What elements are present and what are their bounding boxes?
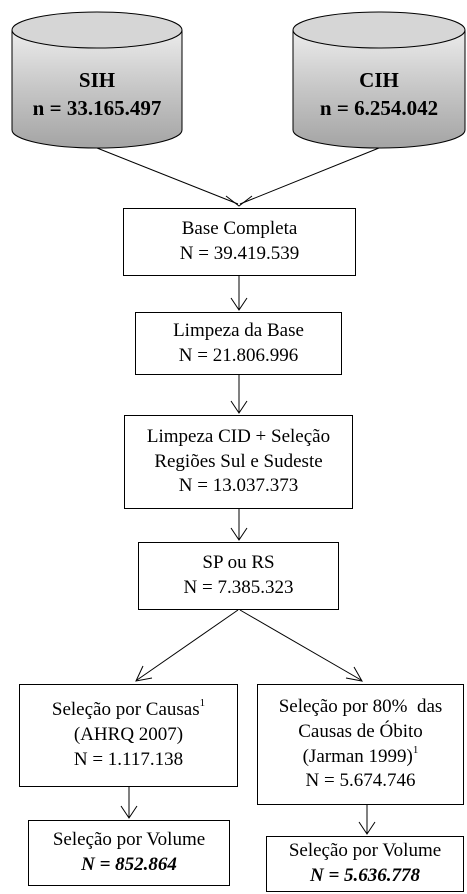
connector-sprs-obito [239,609,362,681]
limpeza-cid-count: N = 13.037.373 [178,475,299,497]
selecao-obito-title: Seleção por 80% das [278,696,443,718]
selecao-causas-count: N = 1.117.138 [73,748,184,770]
footnote-marker: 1 [199,697,206,710]
limpeza-cid-title: Limpeza CID + Seleção [146,425,331,447]
volume-right-title: Seleção por Volume [288,840,442,862]
connector-sprs-causas [136,609,239,681]
selecao-obito-subtitle: Causas de Óbito [298,720,423,742]
arrowhead-volume-left [120,805,138,819]
sp-rs-title: SP ou RS [202,552,275,574]
limpeza-base-box: Limpeza da Base N = 21.806.996 [135,312,342,375]
footnote-marker: 1 [412,743,419,756]
sp-rs-count: N = 7.385.323 [183,577,294,598]
limpeza-base-count: N = 21.806.996 [178,344,299,366]
cih-name: CIH [359,68,399,92]
connector-cih-base [239,147,380,205]
arrowhead-limpeza [230,297,248,311]
arrowhead-base [225,195,253,207]
arrowhead-obito [345,666,363,682]
limpeza-base-title: Limpeza da Base [173,319,304,341]
sih-database-cylinder [11,11,183,149]
cih-count: n = 6.254.042 [319,96,439,121]
selecao-causas-title: Seleção por Causas1 [51,697,206,721]
base-completa-title: Base Completa [181,218,298,240]
sih-name: SIH [78,68,116,92]
selecao-obito-box: Seleção por 80% das Causas de Óbito (Jar… [257,684,464,805]
limpeza-cid-regions: Regiões Sul e Sudeste [154,450,323,472]
volume-right-box: Seleção por Volume N = 5.636.778 [266,836,464,892]
selecao-obito-source: (Jarman 1999)1 [302,743,419,767]
volume-left-title: Seleção por Volume [52,829,206,851]
sp-rs-box: SP ou RS N = 7.385.323 [138,542,339,610]
arrowhead-causas [135,665,153,682]
cih-database-label: CIH n = 6.254.042 [293,66,465,123]
connector-sih-base [96,147,239,205]
base-completa-box: Base Completa N = 39.419.539 [123,208,356,276]
sih-count: n = 33.165.497 [32,96,162,121]
volume-left-count: N = 852.864 [81,854,177,875]
limpeza-cid-box: Limpeza CID + Seleção Regiões Sul e Sude… [124,415,353,509]
sih-database-label: SIH n = 33.165.497 [12,66,182,123]
base-completa-count: N = 39.419.539 [179,243,300,264]
selecao-causas-box: Seleção por Causas1 (AHRQ 2007) N = 1.11… [19,684,238,787]
arrowhead-cid [230,400,248,414]
selecao-obito-count: N = 5.674.746 [305,770,416,792]
selecao-causas-source: (AHRQ 2007) [73,724,184,746]
arrowhead-volume-right [358,821,376,835]
cih-database-cylinder [292,11,466,149]
volume-right-count: N = 5.636.778 [309,865,421,886]
arrowhead-sprs [230,527,248,541]
volume-left-box: Seleção por Volume N = 852.864 [28,820,230,886]
